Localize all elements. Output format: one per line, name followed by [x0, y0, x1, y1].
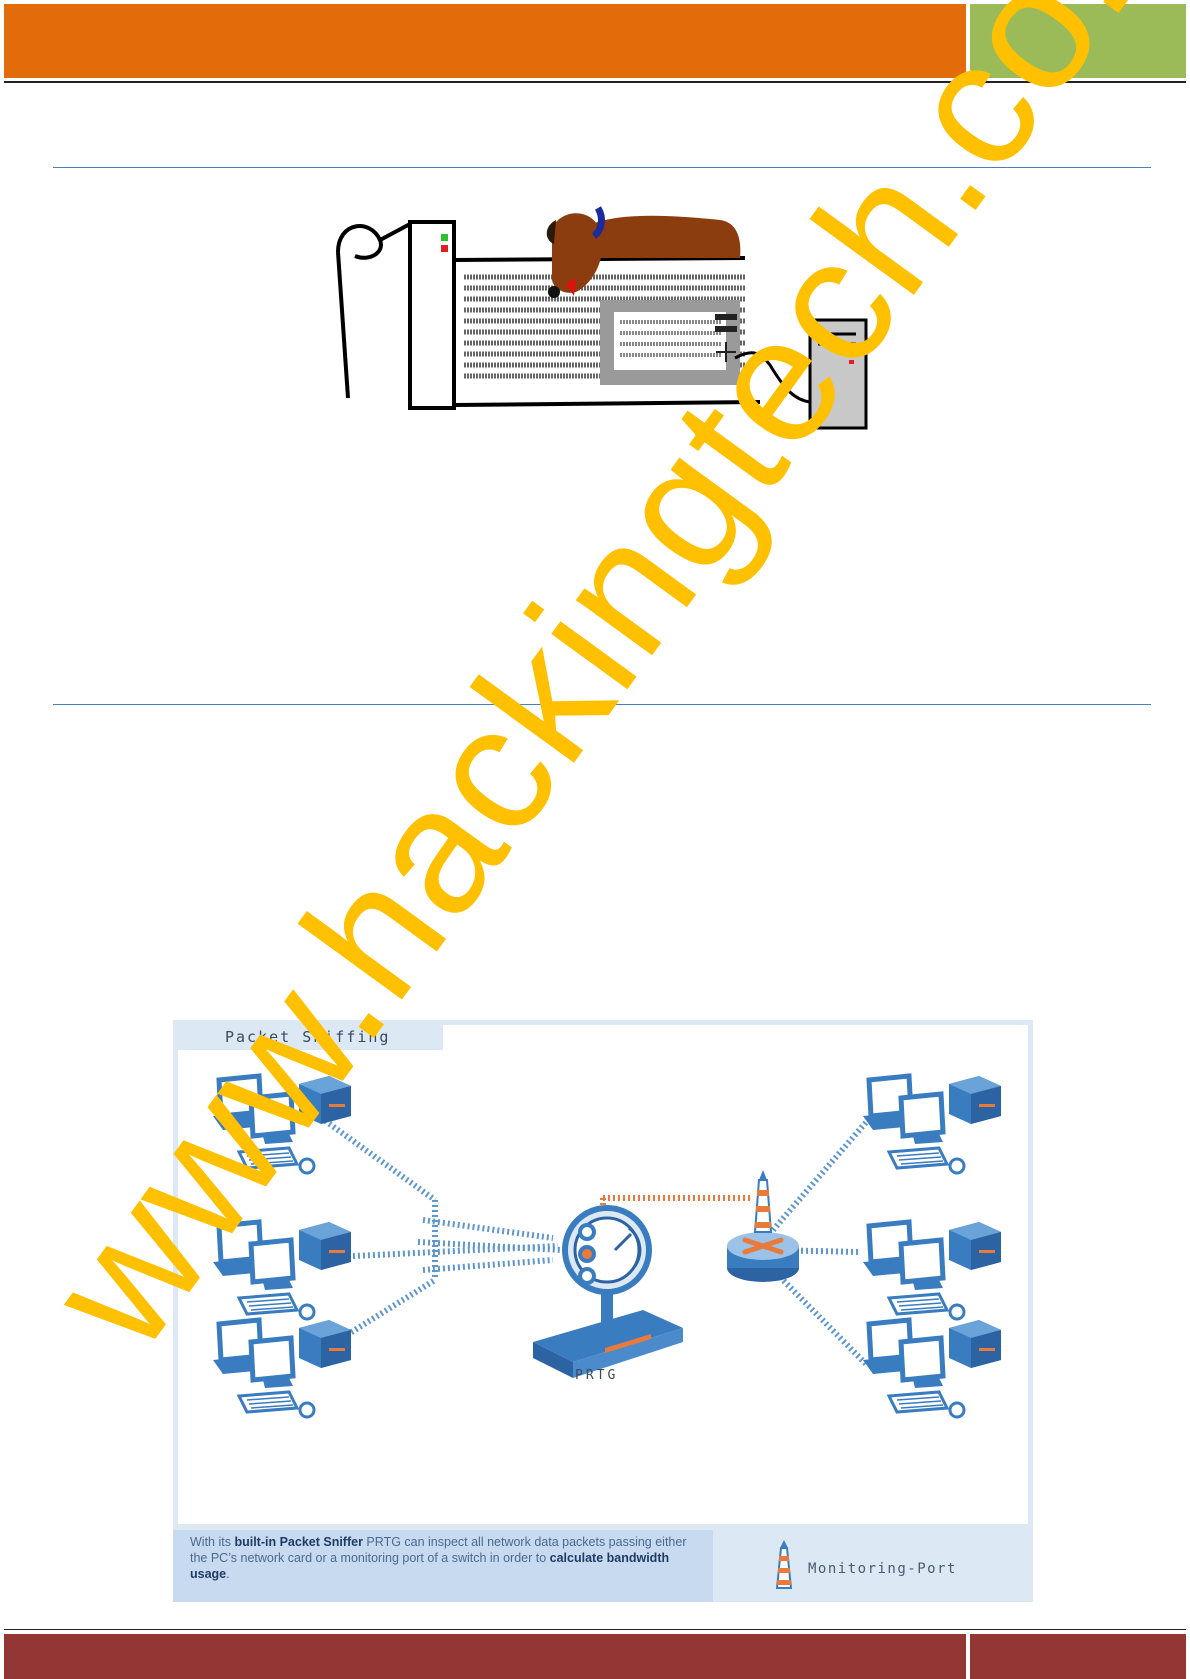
sniffer-dog-illustration — [336, 206, 868, 430]
packet-sniffing-diagram: Packet Sniffing PRTG With its built-in P… — [173, 1020, 1033, 1602]
header-green-bar — [970, 4, 1186, 78]
section-rule-top — [53, 167, 1151, 168]
header-orange-bar — [4, 4, 966, 78]
diagram-caption: With its built-in Packet Sniffer PRTG ca… — [190, 1534, 690, 1582]
caption-text-2: PRTG can inspect all network data packet… — [190, 1535, 687, 1565]
footer-page-bar — [970, 1634, 1186, 1679]
footer-red-bar — [4, 1634, 966, 1679]
caption-bold-2: calculate bandwidth usage — [190, 1551, 670, 1581]
monitoring-port-label: Monitoring-Port — [808, 1561, 957, 1577]
footer-rule — [4, 1629, 1186, 1630]
header-rule — [4, 81, 1186, 83]
caption-text-1: With its — [190, 1535, 235, 1549]
caption-bold-1: built-in Packet Sniffer — [234, 1535, 363, 1549]
caption-text-3: . — [226, 1567, 230, 1581]
prtg-label: PRTG — [575, 1368, 619, 1383]
diagram-title: Packet Sniffing — [225, 1028, 391, 1046]
section-rule-middle — [53, 704, 1151, 705]
